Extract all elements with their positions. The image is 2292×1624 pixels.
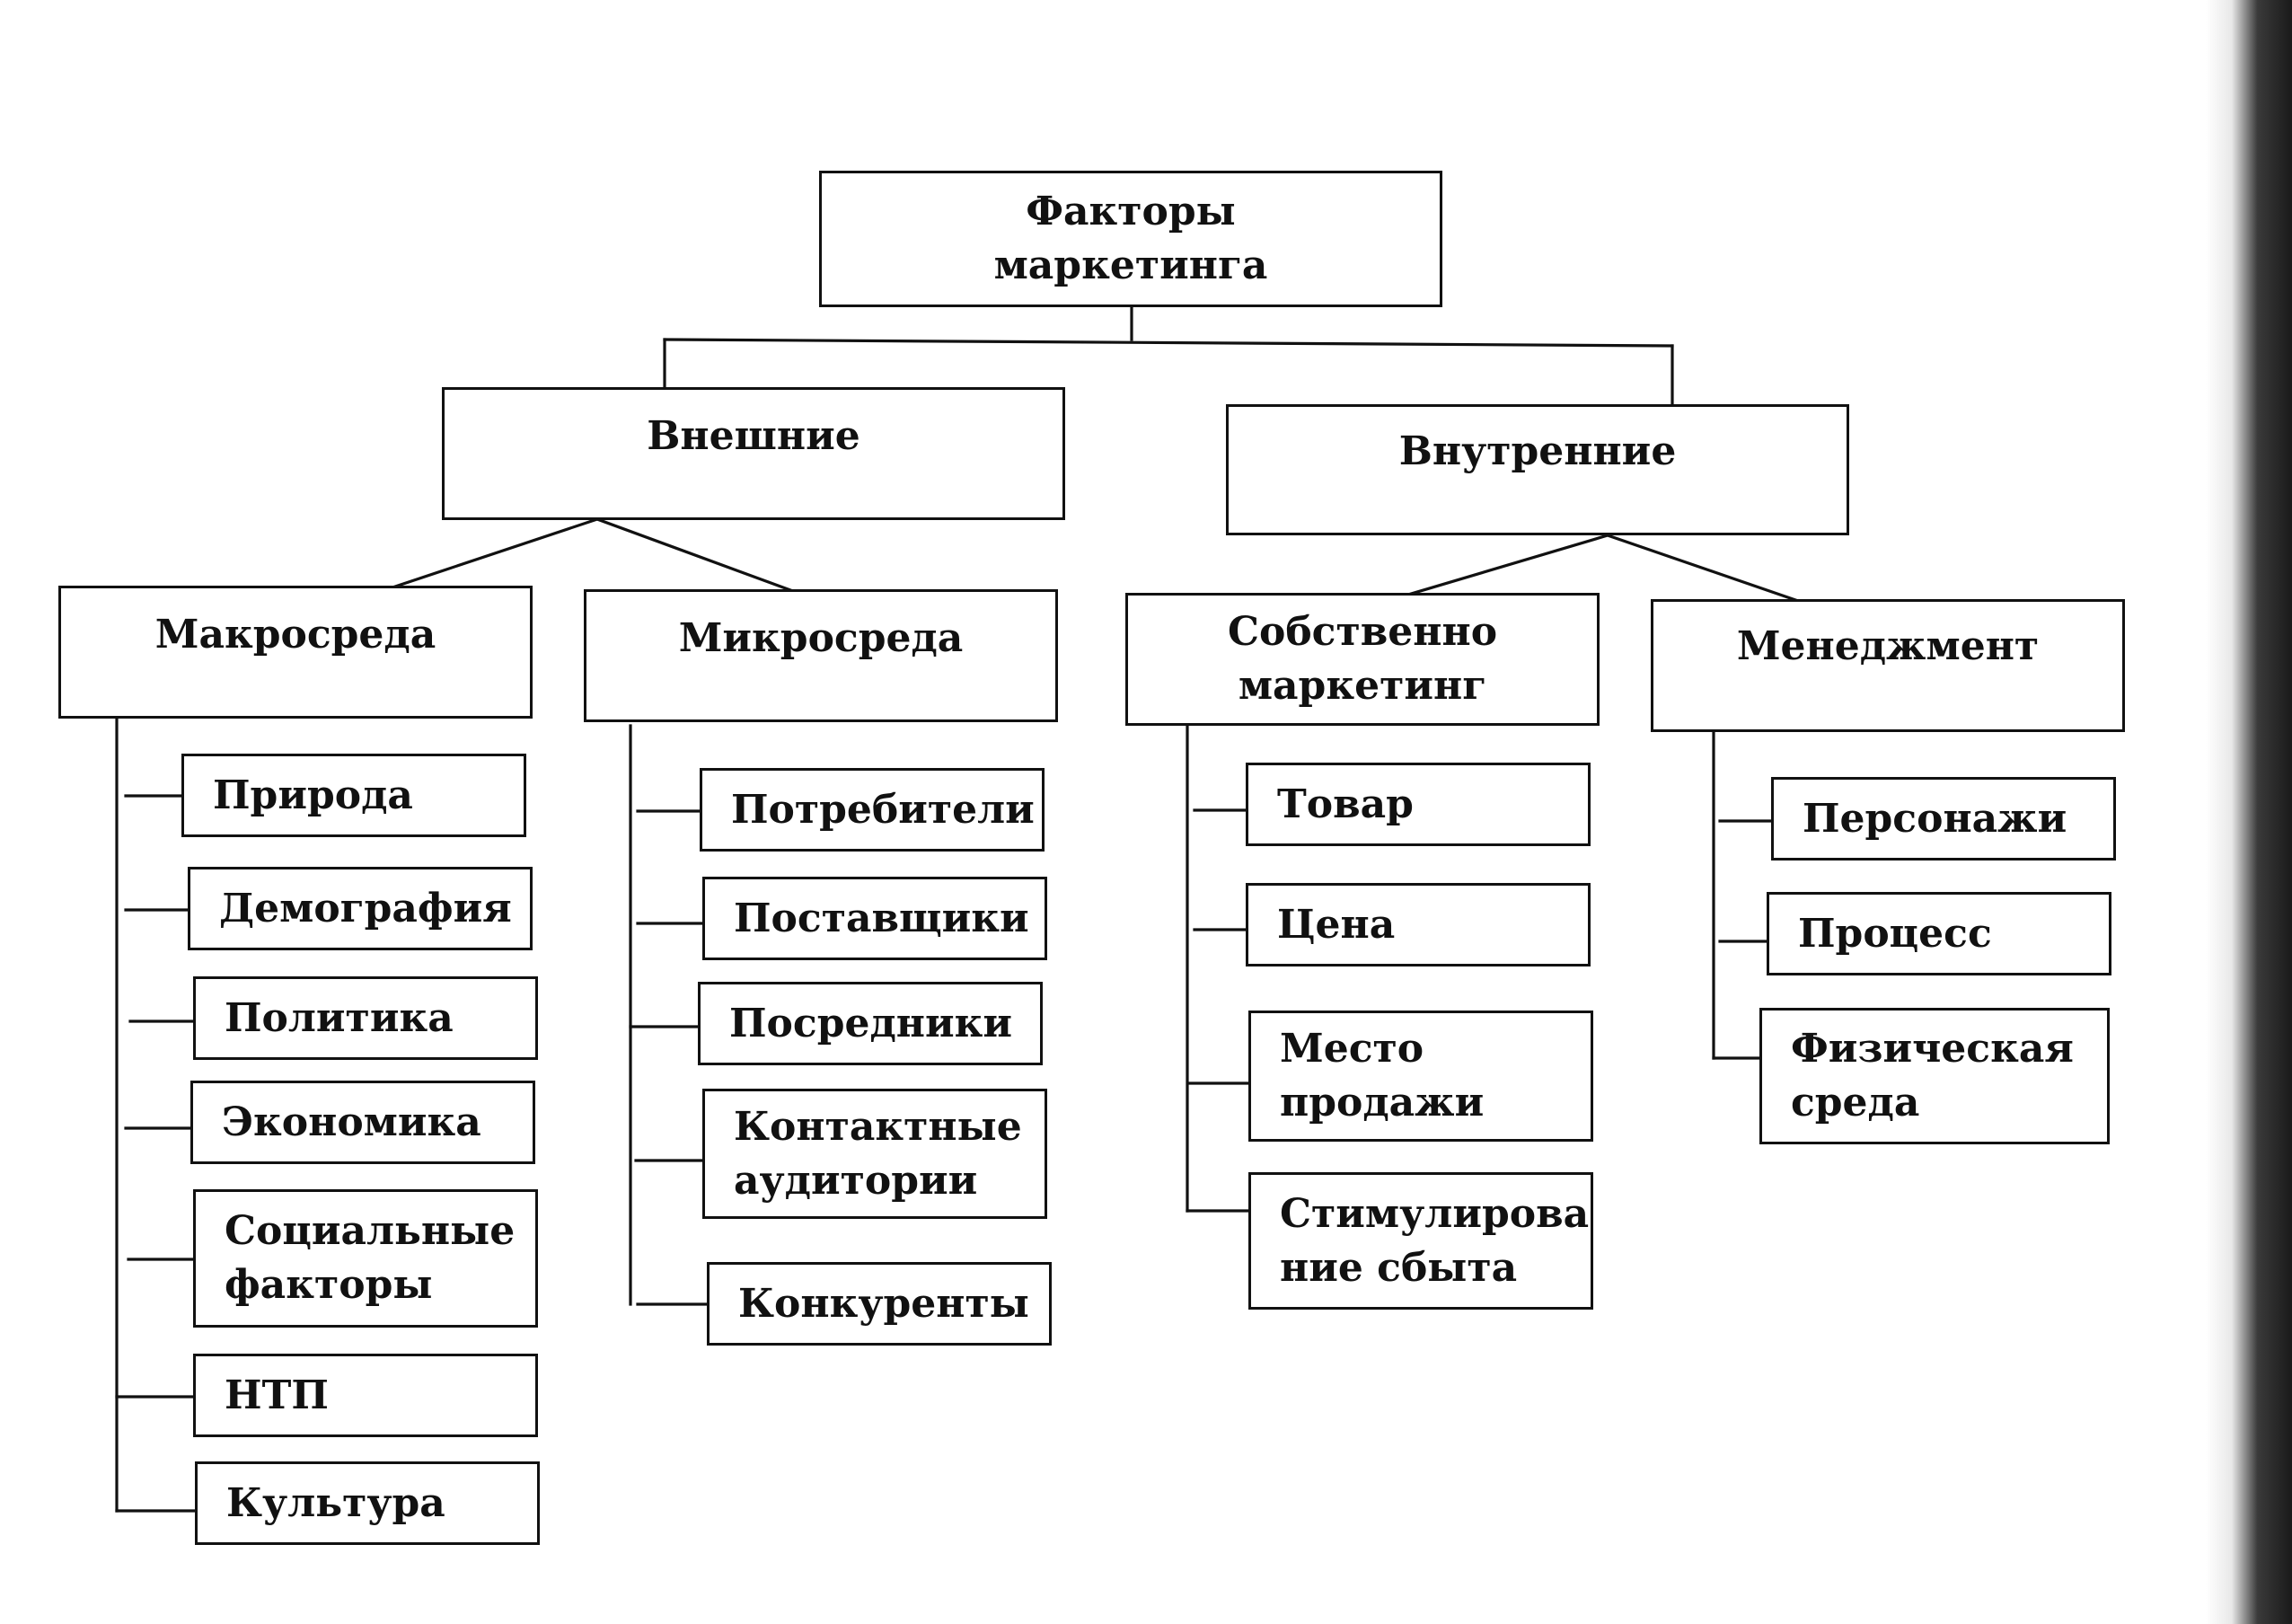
node-management: Менеджмент bbox=[1651, 599, 2125, 732]
node-marketing-item: Стимулирова ние сбыта bbox=[1248, 1172, 1593, 1310]
connector-root-bar bbox=[663, 338, 1674, 348]
node-micro-item: Потребители bbox=[700, 768, 1045, 852]
connector-external-macro bbox=[392, 516, 600, 589]
node-management-item: Физическая среда bbox=[1759, 1008, 2110, 1144]
node-macro: Макросреда bbox=[58, 586, 533, 719]
connector-internal-management bbox=[1605, 533, 1803, 605]
node-macro-item: Социальные факторы bbox=[193, 1189, 538, 1328]
node-management-item: Персонажи bbox=[1771, 777, 2116, 861]
node-external: Внешние bbox=[442, 387, 1065, 520]
node-macro-item: НТП bbox=[193, 1354, 538, 1437]
node-micro-item: Контактные аудитории bbox=[702, 1089, 1047, 1219]
node-root: Факторы маркетинга bbox=[819, 171, 1442, 307]
node-macro-item: Демография bbox=[188, 867, 533, 950]
node-macro-item: Политика bbox=[193, 976, 538, 1060]
node-management-item: Процесс bbox=[1767, 892, 2111, 975]
node-micro-item: Поставщики bbox=[702, 877, 1047, 960]
page-edge-shadow bbox=[2206, 0, 2292, 1624]
node-marketing: Собственно маркетинг bbox=[1125, 593, 1600, 726]
node-internal: Внутренние bbox=[1226, 404, 1849, 535]
connector-internal-marketing bbox=[1406, 534, 1609, 596]
node-marketing-item: Товар bbox=[1246, 763, 1591, 846]
node-macro-item: Экономика bbox=[190, 1081, 535, 1164]
connector-external-micro bbox=[595, 516, 793, 593]
node-micro: Микросреда bbox=[584, 589, 1058, 722]
node-macro-item: Культура bbox=[195, 1461, 540, 1545]
node-micro-item: Конкуренты bbox=[707, 1262, 1052, 1346]
node-micro-item: Посредники bbox=[698, 982, 1043, 1065]
node-marketing-item: Место продажи bbox=[1248, 1011, 1593, 1142]
node-marketing-item: Цена bbox=[1246, 883, 1591, 966]
node-macro-item: Природа bbox=[181, 754, 526, 837]
